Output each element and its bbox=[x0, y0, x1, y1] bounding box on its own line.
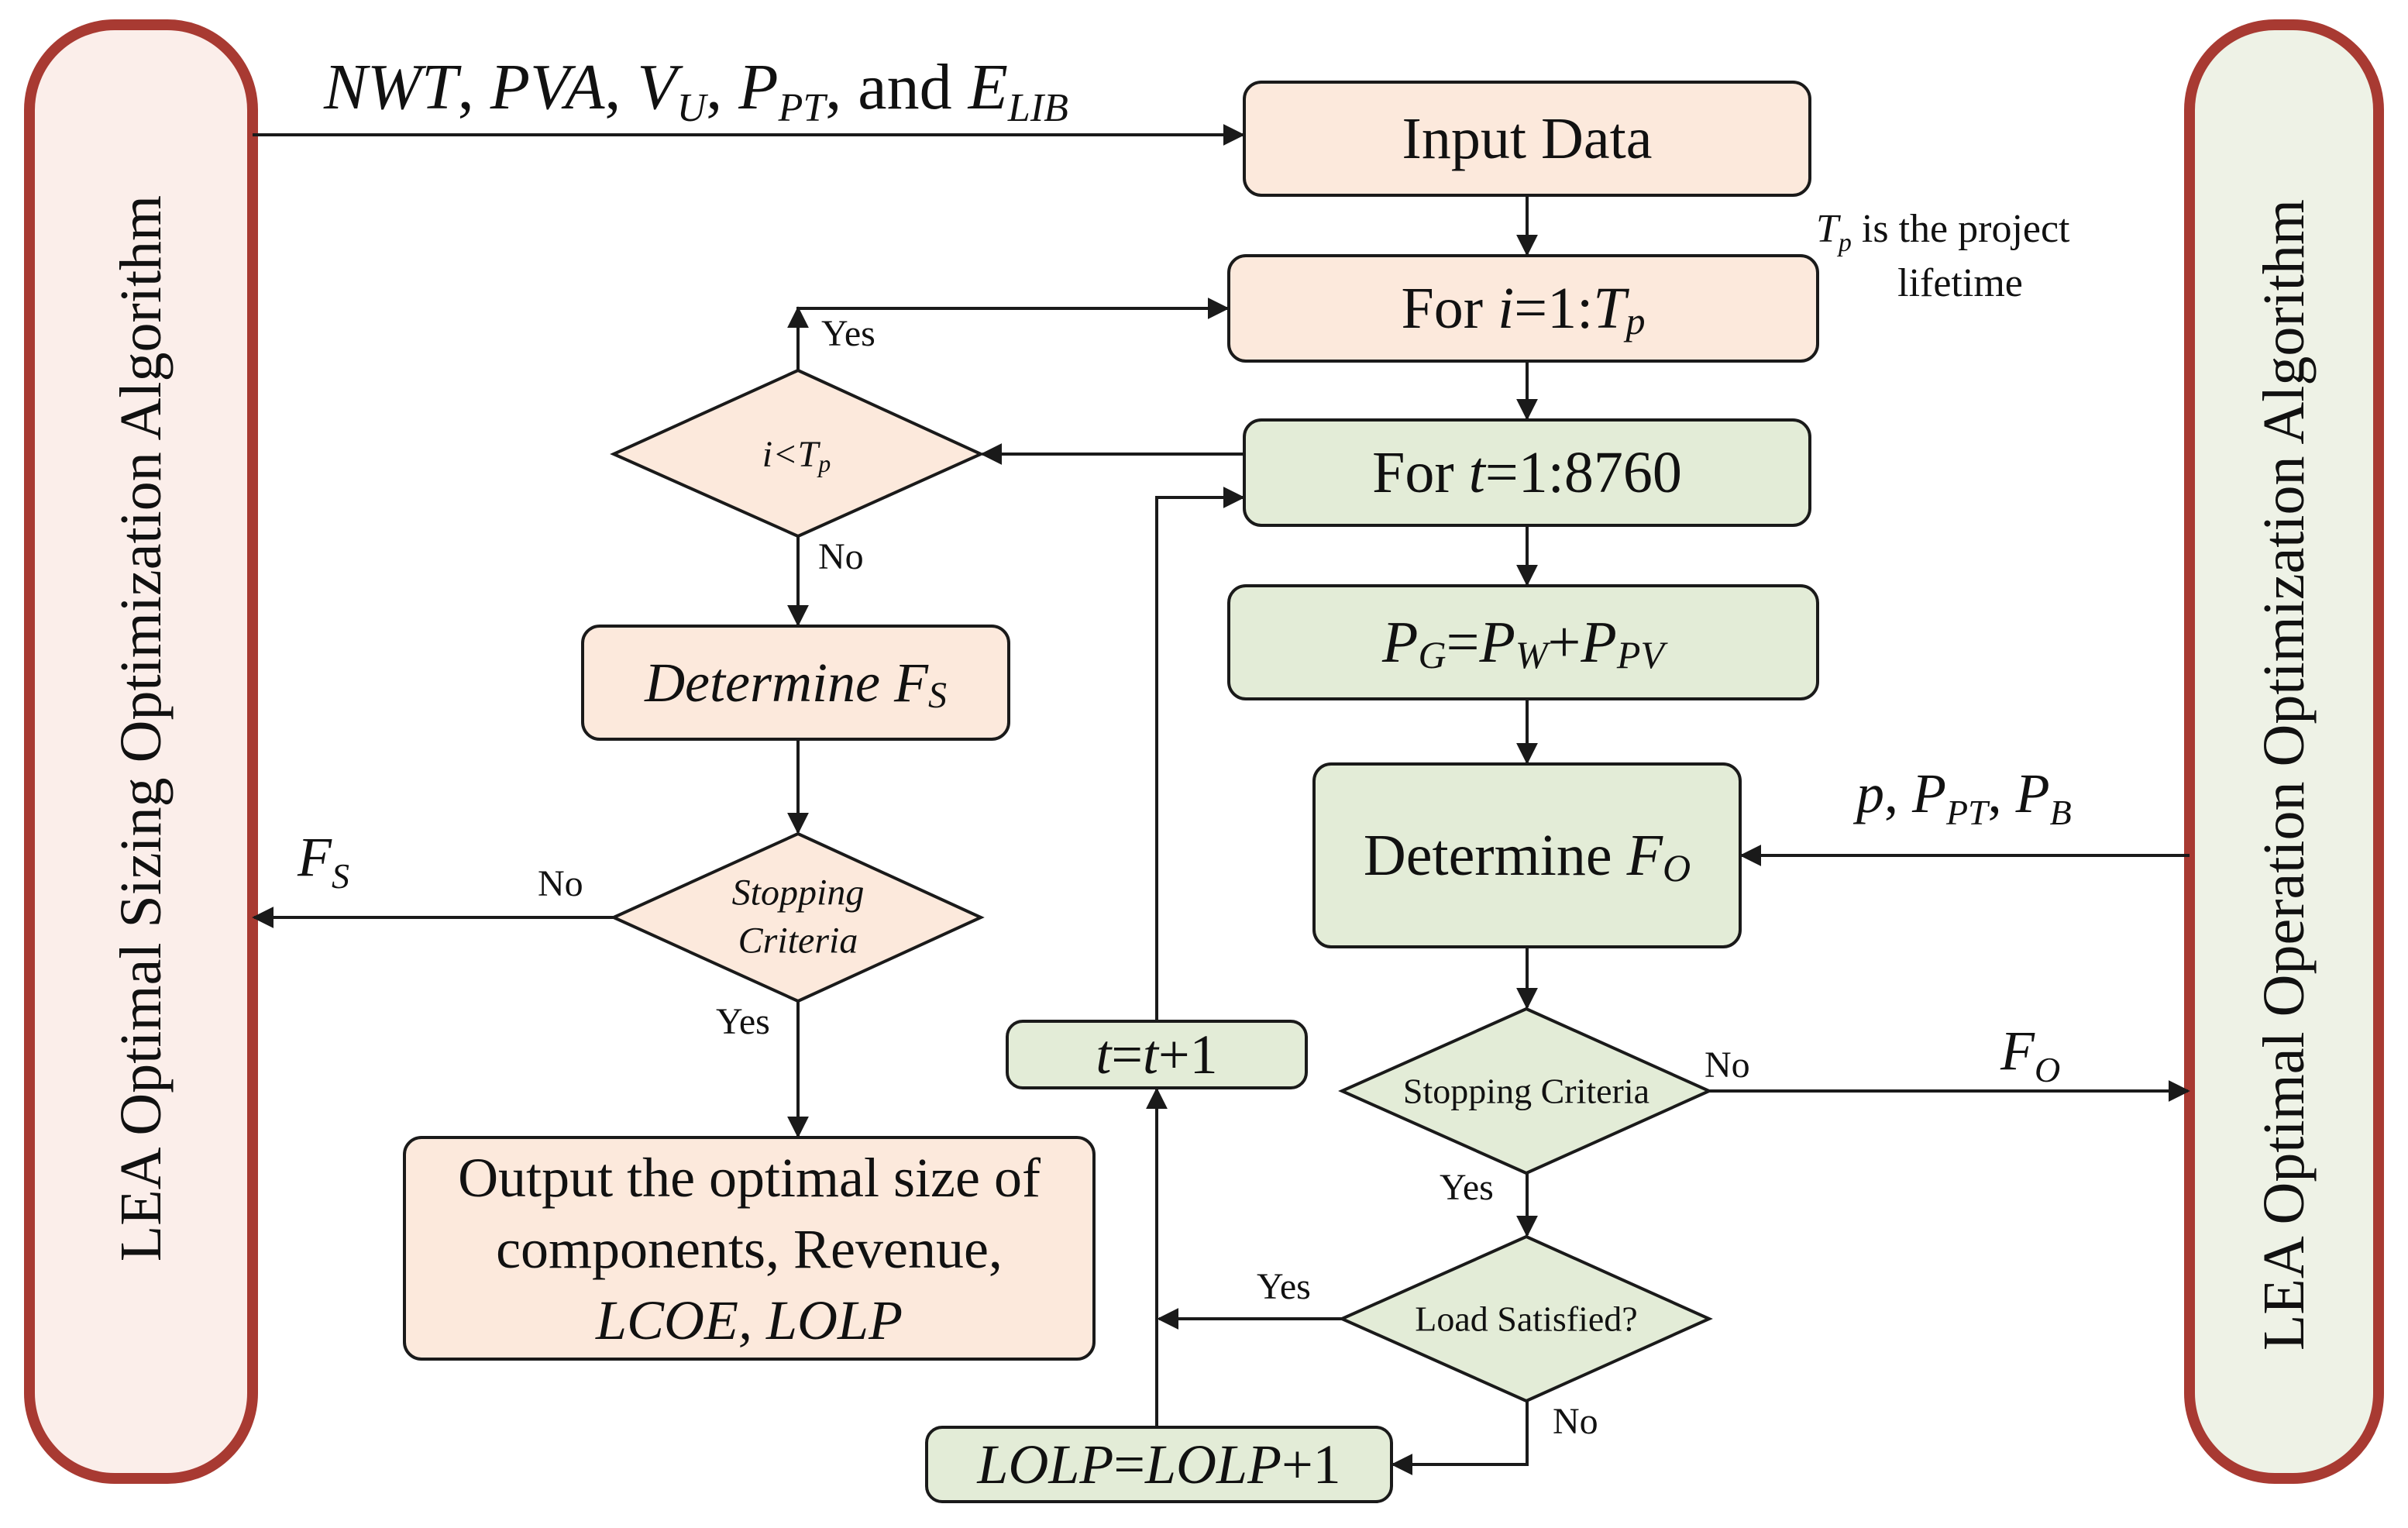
determine-fs-label: Determine FS bbox=[644, 652, 947, 716]
label-no-stopping-right: No bbox=[1705, 1044, 1750, 1086]
top-inputs-label: NWT, PVA, VU, PPT, and ELIB bbox=[323, 51, 1068, 130]
label-right-inputs: p, PPT, PB bbox=[1852, 762, 2072, 832]
label-fs-output: FS bbox=[297, 826, 349, 896]
input-data-label: Input Data bbox=[1402, 106, 1653, 171]
stopping-criteria-right-label: Stopping Criteria bbox=[1403, 1072, 1649, 1111]
label-yes-load: Yes bbox=[1257, 1266, 1311, 1307]
label-fo-output: FO bbox=[2000, 1020, 2060, 1089]
for-i-label: For i=1:Tp bbox=[1402, 276, 1646, 342]
label-no-stopping-left: No bbox=[538, 863, 583, 904]
label-no-i-lt-tp: No bbox=[818, 536, 864, 577]
load-satisfied-label: Load Satisfied? bbox=[1415, 1299, 1637, 1339]
arrow-load-no-to-lolp bbox=[1391, 1401, 1529, 1475]
output-box bbox=[403, 1136, 1096, 1361]
connectors bbox=[252, 124, 2190, 1475]
output-line-2: components, Revenue, bbox=[496, 1218, 1003, 1280]
label-no-load: No bbox=[1553, 1401, 1598, 1442]
right-panel-frame bbox=[2184, 19, 2384, 1484]
left-panel-title: LEA Optimal Sizing Optimization Algorith… bbox=[108, 195, 174, 1261]
label-yes-stopping-left: Yes bbox=[716, 1001, 770, 1042]
tp-note-line-2: lifetime bbox=[1897, 261, 2023, 305]
i-lt-tp-label: i<Tp bbox=[762, 434, 831, 478]
label-yes-i-lt-tp: Yes bbox=[821, 313, 875, 354]
output-line-1: Output the optimal size of bbox=[458, 1147, 1041, 1209]
stopping-criteria-left-decision bbox=[610, 831, 985, 1003]
pg-label: PG=PW+PPV bbox=[1381, 610, 1668, 676]
t-increment-label: t=t+1 bbox=[1096, 1024, 1217, 1086]
stopping-criteria-left-line-1: Stopping bbox=[732, 872, 865, 914]
for-t-label: For t=1:8760 bbox=[1372, 440, 1682, 505]
stopping-criteria-left-line-2: Criteria bbox=[738, 921, 858, 962]
lolp-increment-label: LOLP=LOLP+1 bbox=[976, 1433, 1340, 1495]
output-line-3: LCOE, LOLP bbox=[595, 1289, 903, 1351]
tp-note-line-1: Tp is the project bbox=[1816, 207, 2070, 257]
left-panel-frame bbox=[24, 19, 258, 1484]
right-panel-title: LEA Optimal Operation Optimization Algor… bbox=[2251, 199, 2317, 1351]
determine-fo-label: Determine FO bbox=[1364, 823, 1691, 890]
label-yes-stopping-right: Yes bbox=[1440, 1167, 1494, 1208]
arrow-t-increment-to-for-t bbox=[1155, 487, 1245, 1021]
